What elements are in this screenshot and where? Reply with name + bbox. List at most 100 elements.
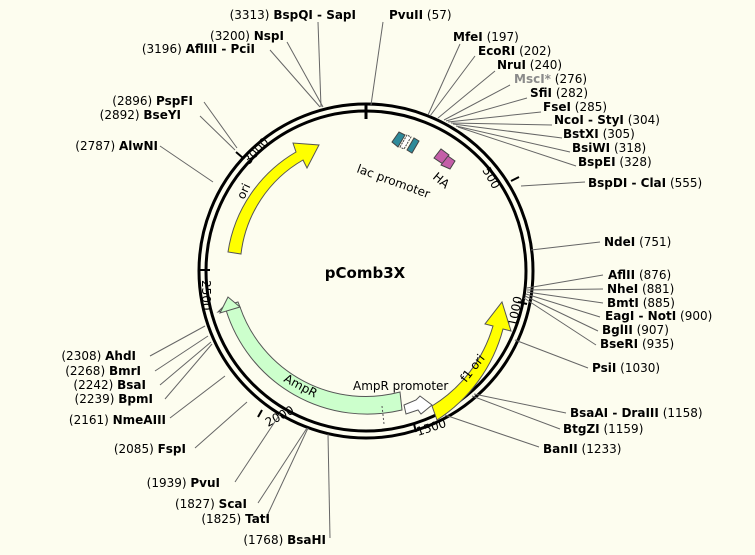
site-nrui: NruI (240) xyxy=(497,58,562,72)
svg-text:NruI (240): NruI (240) xyxy=(497,58,562,72)
site-bspei: BspEI (328) xyxy=(578,155,652,169)
svg-text:(2239) BpmI: (2239) BpmI xyxy=(75,392,153,406)
site-bsahi: (1768) BsaHI xyxy=(243,533,326,547)
site-bsaai-draiii: BsaAI - DraIII (1158) xyxy=(570,406,703,420)
svg-text:SfiI (282): SfiI (282) xyxy=(530,86,588,100)
site-btgzi: BtgZI (1159) xyxy=(563,422,643,436)
plasmid-name: pComb3X xyxy=(325,264,406,282)
svg-text:BspEI (328): BspEI (328) xyxy=(578,155,652,169)
site-nspi: (3200) NspI xyxy=(210,29,284,43)
site-ndei: NdeI (751) xyxy=(604,235,671,249)
svg-text:(2161) NmeAIII: (2161) NmeAIII xyxy=(69,413,166,427)
svg-text:(2896) PspFI: (2896) PspFI xyxy=(112,94,193,108)
svg-text:PsiI (1030): PsiI (1030) xyxy=(592,361,660,375)
site-eagi-noti: EagI - NotI (900) xyxy=(605,309,712,323)
site-nhei: NheI (881) xyxy=(607,282,674,296)
svg-text:(2787) AlwNI: (2787) AlwNI xyxy=(75,139,158,153)
ha-label: HA xyxy=(430,170,453,192)
ha-feature xyxy=(433,148,456,170)
f1-ori-feature xyxy=(431,300,512,421)
svg-text:BspDI - ClaI (555): BspDI - ClaI (555) xyxy=(588,176,702,190)
svg-text:(3196) AflIII - PciI: (3196) AflIII - PciI xyxy=(142,42,255,56)
site-ncoi-styi: NcoI - StyI (304) xyxy=(554,113,660,127)
svg-text:1500: 1500 xyxy=(415,416,448,439)
site-sfii: SfiI (282) xyxy=(530,86,588,100)
svg-text:(1939) PvuI: (1939) PvuI xyxy=(147,476,220,490)
svg-text:PvuII (57): PvuII (57) xyxy=(389,8,452,22)
svg-text:(3200) NspI: (3200) NspI xyxy=(210,29,284,43)
site-bseri: BseRI (935) xyxy=(600,337,674,351)
site-bspqi-sapi: (3313) BspQI - SapI xyxy=(230,8,356,22)
site-bspdi-clai: BspDI - ClaI (555) xyxy=(588,176,702,190)
site-pspfi: (2896) PspFI xyxy=(112,94,193,108)
site-aflii: AflII (876) xyxy=(608,268,671,282)
ori-feature xyxy=(227,142,320,255)
svg-text:(2268) BmrI: (2268) BmrI xyxy=(65,364,141,378)
svg-text:EagI - NotI (900): EagI - NotI (900) xyxy=(605,309,712,323)
site-scai: (1827) ScaI xyxy=(175,497,247,511)
site-bsiwi: BsiWI (318) xyxy=(572,141,646,155)
lac-promoter-feature xyxy=(391,131,420,154)
site-bsai: (2242) BsaI xyxy=(73,378,146,392)
svg-text:(2892) BseYI: (2892) BseYI xyxy=(100,108,181,122)
svg-text:(1825) TatI: (1825) TatI xyxy=(201,512,270,526)
site-pvui: (1939) PvuI xyxy=(147,476,220,490)
site-ecori: EcoRI (202) xyxy=(478,44,551,58)
backbone-outer xyxy=(197,102,535,440)
svg-text:BmtI (885): BmtI (885) xyxy=(607,296,675,310)
site-bglii: BglII (907) xyxy=(602,323,669,337)
svg-text:2500: 2500 xyxy=(199,280,213,311)
svg-text:(1768) BsaHI: (1768) BsaHI xyxy=(243,533,326,547)
svg-text:(1827) ScaI: (1827) ScaI xyxy=(175,497,247,511)
svg-text:BglII (907): BglII (907) xyxy=(602,323,669,337)
svg-text:BanII (1233): BanII (1233) xyxy=(543,442,621,456)
scale-tick-1500: 1500 xyxy=(413,416,448,439)
site-bseyi: (2892) BseYI xyxy=(100,108,181,122)
svg-text:(2242) BsaI: (2242) BsaI xyxy=(73,378,146,392)
ampr-cut-mark xyxy=(381,405,385,425)
site-bstxi: BstXI (305) xyxy=(563,127,635,141)
scale-tick-3000: 3000 xyxy=(235,135,272,167)
lac-promoter-label: lac promoter xyxy=(355,162,432,201)
svg-text:(3313) BspQI - SapI: (3313) BspQI - SapI xyxy=(230,8,356,22)
site-bmri: (2268) BmrI xyxy=(65,364,141,378)
scale-tick-2500: 2500 xyxy=(199,269,213,311)
svg-text:BsiWI (318): BsiWI (318) xyxy=(572,141,646,155)
site-mfei: MfeI (197) xyxy=(453,30,519,44)
site-pvuii: PvuII (57) xyxy=(389,8,452,22)
site-tati: (1825) TatI xyxy=(201,512,270,526)
site-bmti: BmtI (885) xyxy=(607,296,675,310)
scale-tick-2000: 2000 xyxy=(257,403,296,430)
svg-text:(2308) AhdI: (2308) AhdI xyxy=(61,349,136,363)
svg-text:BtgZI (1159): BtgZI (1159) xyxy=(563,422,643,436)
site-banii: BanII (1233) xyxy=(543,442,621,456)
site-psii: PsiI (1030) xyxy=(592,361,660,375)
site-fspi: (2085) FspI xyxy=(114,442,186,456)
site-aflIII-pcii: (3196) AflIII - PciI xyxy=(142,42,255,56)
svg-text:1000: 1000 xyxy=(505,295,525,328)
svg-text:MfeI (197): MfeI (197) xyxy=(453,30,519,44)
svg-text:BseRI (935): BseRI (935) xyxy=(600,337,674,351)
ori-label: ori xyxy=(234,181,253,201)
ampr-promoter-feature xyxy=(403,395,433,415)
svg-text:BsaAI - DraIII (1158): BsaAI - DraIII (1158) xyxy=(570,406,703,420)
site-nmeaiii: (2161) NmeAIII xyxy=(69,413,166,427)
svg-text:NcoI - StyI (304): NcoI - StyI (304) xyxy=(554,113,660,127)
svg-text:NheI (881): NheI (881) xyxy=(607,282,674,296)
svg-text:3000: 3000 xyxy=(241,135,272,167)
svg-text:MscI* (276): MscI* (276) xyxy=(514,72,587,86)
site-bpmi: (2239) BpmI xyxy=(75,392,153,406)
site-ahdi: (2308) AhdI xyxy=(61,349,136,363)
svg-text:NdeI (751): NdeI (751) xyxy=(604,235,671,249)
ampr-promoter-label: AmpR promoter xyxy=(353,379,448,393)
site-fsei: FseI (285) xyxy=(543,100,607,114)
site-alwni: (2787) AlwNI xyxy=(75,139,158,153)
ampr-arrowhead xyxy=(219,296,242,314)
leader-lines xyxy=(149,21,604,539)
site-msci: MscI* (276) xyxy=(514,72,587,86)
svg-text:BstXI (305): BstXI (305) xyxy=(563,127,635,141)
svg-text:FseI (285): FseI (285) xyxy=(543,100,607,114)
svg-text:AflII (876): AflII (876) xyxy=(608,268,671,282)
svg-text:EcoRI (202): EcoRI (202) xyxy=(478,44,551,58)
